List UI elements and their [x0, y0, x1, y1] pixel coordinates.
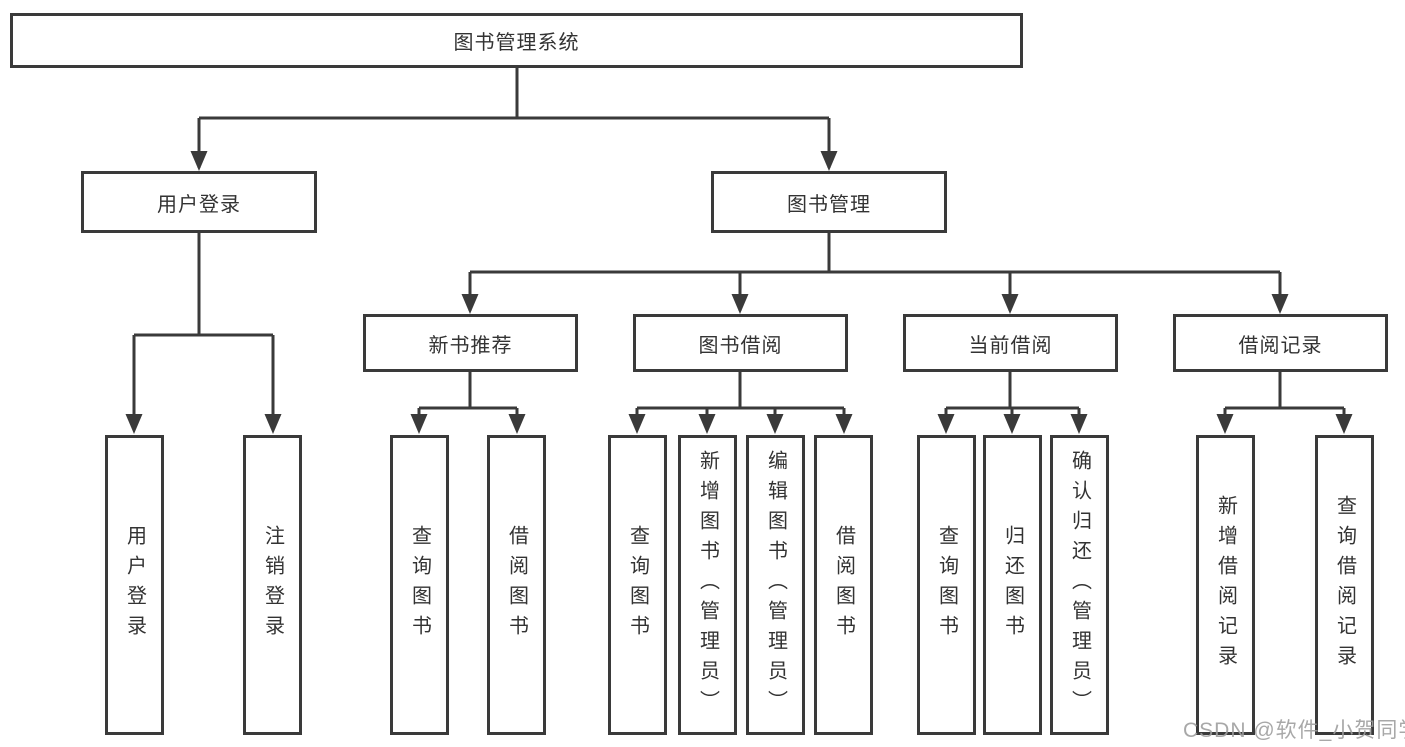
node-label: 注销登录 [261, 525, 284, 645]
node-query-books-recommendation: 查询图书 [390, 435, 449, 735]
arrowheads [125, 151, 1353, 434]
node-label: 查询图书 [626, 525, 649, 645]
node-label: 新书推荐 [428, 334, 513, 357]
node-label: 确认归还（管理员） [1068, 450, 1091, 720]
node-label: 归还图书 [1001, 525, 1024, 645]
node-label: 编辑图书（管理员） [764, 450, 787, 720]
node-user-login: 用户登录 [81, 171, 317, 233]
node-label: 借阅图书 [505, 525, 528, 645]
node-user-login-leaf: 用户登录 [105, 435, 164, 735]
node-query-books-current: 查询图书 [917, 435, 976, 735]
node-new-book-recommendation: 新书推荐 [363, 314, 578, 372]
node-book-borrowing: 图书借阅 [633, 314, 848, 372]
node-confirm-return-admin: 确认归还（管理员） [1050, 435, 1109, 735]
node-query-borrow-record: 查询借阅记录 [1315, 435, 1374, 735]
node-add-borrow-record: 新增借阅记录 [1196, 435, 1255, 735]
node-label: 当前借阅 [968, 334, 1053, 357]
node-return-books: 归还图书 [983, 435, 1042, 735]
node-query-books-borrowing: 查询图书 [608, 435, 667, 735]
node-library-management-system: 图书管理系统 [10, 13, 1023, 68]
node-add-books-admin: 新增图书（管理员） [678, 435, 737, 735]
node-current-borrowing: 当前借阅 [903, 314, 1118, 372]
node-logout: 注销登录 [243, 435, 302, 735]
node-borrowing-records: 借阅记录 [1173, 314, 1388, 372]
node-label: 用户登录 [123, 525, 146, 645]
node-label: 查询图书 [935, 525, 958, 645]
node-label: 图书管理 [787, 193, 871, 216]
node-label: 借阅图书 [832, 525, 855, 645]
node-label: 借阅记录 [1238, 334, 1323, 357]
node-edit-books-admin: 编辑图书（管理员） [746, 435, 805, 735]
node-label: 用户登录 [157, 193, 241, 216]
node-label: 查询借阅记录 [1333, 495, 1356, 675]
node-borrow-books: 借阅图书 [814, 435, 873, 735]
node-label: 新增借阅记录 [1214, 495, 1237, 675]
node-label: 查询图书 [408, 525, 431, 645]
node-label: 图书借阅 [698, 334, 783, 357]
node-label: 新增图书（管理员） [696, 450, 719, 720]
node-book-management: 图书管理 [711, 171, 947, 233]
node-label: 图书管理系统 [453, 32, 580, 54]
node-borrow-books-recommendation: 借阅图书 [487, 435, 546, 735]
